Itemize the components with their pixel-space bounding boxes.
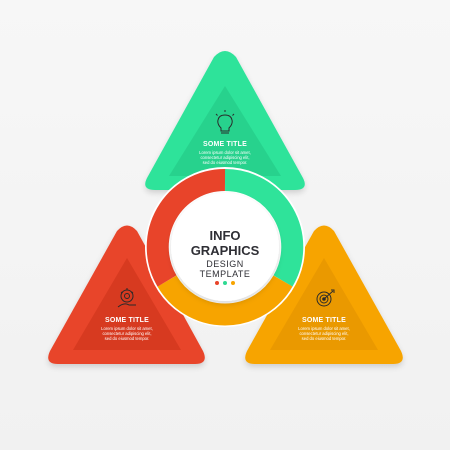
center-dot-orange <box>231 281 235 285</box>
step-red-text-line1: Lorem ipsum dolor sit amet, <box>101 326 153 331</box>
step-orange-content: SOME TITLE Lorem ipsum dolor sit amet, c… <box>298 289 350 341</box>
step-orange-text-line2: consectetur adipiscing elit, <box>299 331 348 336</box>
step-green-text-line2: consectetur adipiscing elit, <box>200 155 249 160</box>
target-icon <box>316 289 335 307</box>
step-green-text-line1: Lorem ipsum dolor sit amet, <box>199 150 251 155</box>
step-green-text-line3: sed do eiusmod tempor. <box>203 160 248 165</box>
step-green-title: SOME TITLE <box>203 141 247 148</box>
center-dot-red <box>215 281 219 285</box>
ring-arc-green <box>224 168 304 287</box>
ring-arc-orange <box>157 275 293 326</box>
step-orange-title: SOME TITLE <box>302 317 346 324</box>
lightbulb-icon <box>215 110 235 134</box>
step-red-text-line3: sed do eiusmod tempor. <box>105 336 150 341</box>
orange-triangle-inner <box>270 258 378 350</box>
step-red-content: SOME TITLE Lorem ipsum dolor sit amet, c… <box>101 288 153 341</box>
step-red-title: SOME TITLE <box>105 317 149 324</box>
center-title-line2: GRAPHICS <box>191 243 260 258</box>
step-green-content: SOME TITLE Lorem ipsum dolor sit amet, c… <box>199 110 251 165</box>
ring-arc-red <box>146 168 226 287</box>
step-red-text-line2: consectetur adipiscing elit, <box>102 331 151 336</box>
center-title-line1: INFO <box>209 228 240 243</box>
step-orange-text-line1: Lorem ipsum dolor sit amet, <box>298 326 350 331</box>
center-dot-green <box>223 281 227 285</box>
center-subtitle-line1: DESIGN <box>206 259 244 269</box>
center-subtitle-line2: TEMPLATE <box>200 269 251 279</box>
step-orange-text-line3: sed do eiusmod tempor. <box>302 336 347 341</box>
gear-hand-icon <box>117 288 136 308</box>
center-circle: INFO GRAPHICS DESIGN TEMPLATE <box>171 193 279 301</box>
